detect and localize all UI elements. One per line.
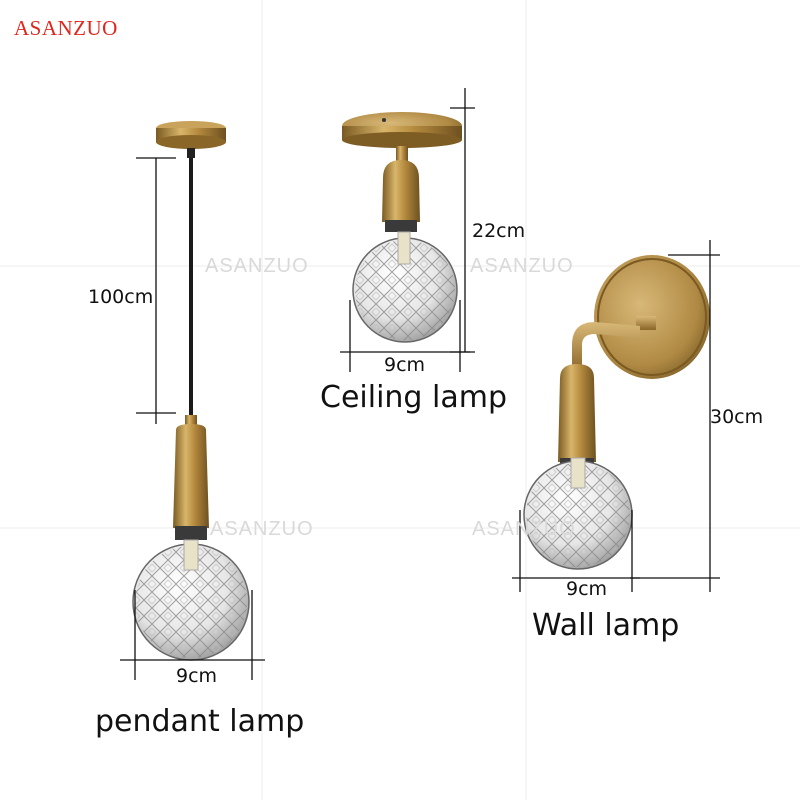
wall-lamp-label: Wall lamp <box>532 608 680 643</box>
wall-height: 30cm <box>710 406 764 428</box>
pendant-bulb-width: 9cm <box>176 665 218 687</box>
watermark: ASANZUO <box>472 518 576 540</box>
ceiling-dimension-lines <box>340 88 475 372</box>
ceiling-lamp-image <box>342 112 462 343</box>
wall-dimension-lines <box>512 240 720 592</box>
pendant-dimension-lines <box>120 157 265 680</box>
ceiling-height: 22cm <box>472 220 526 242</box>
ceiling-lamp-label: Ceiling lamp <box>320 380 507 415</box>
ceiling-bulb-width: 9cm <box>384 354 426 376</box>
wall-bulb-width: 9cm <box>566 578 608 600</box>
pendant-cord-length: 100cm <box>88 286 154 308</box>
wall-lamp-image <box>523 255 710 570</box>
pendant-lamp-label: pendant lamp <box>95 704 305 739</box>
pendant-lamp-image <box>132 121 250 661</box>
watermark: ASANZUO <box>205 255 309 277</box>
brand-logo: ASANZUO <box>14 16 118 40</box>
watermark: ASANZUO <box>210 518 314 540</box>
watermark: ASANZUO <box>470 255 574 277</box>
